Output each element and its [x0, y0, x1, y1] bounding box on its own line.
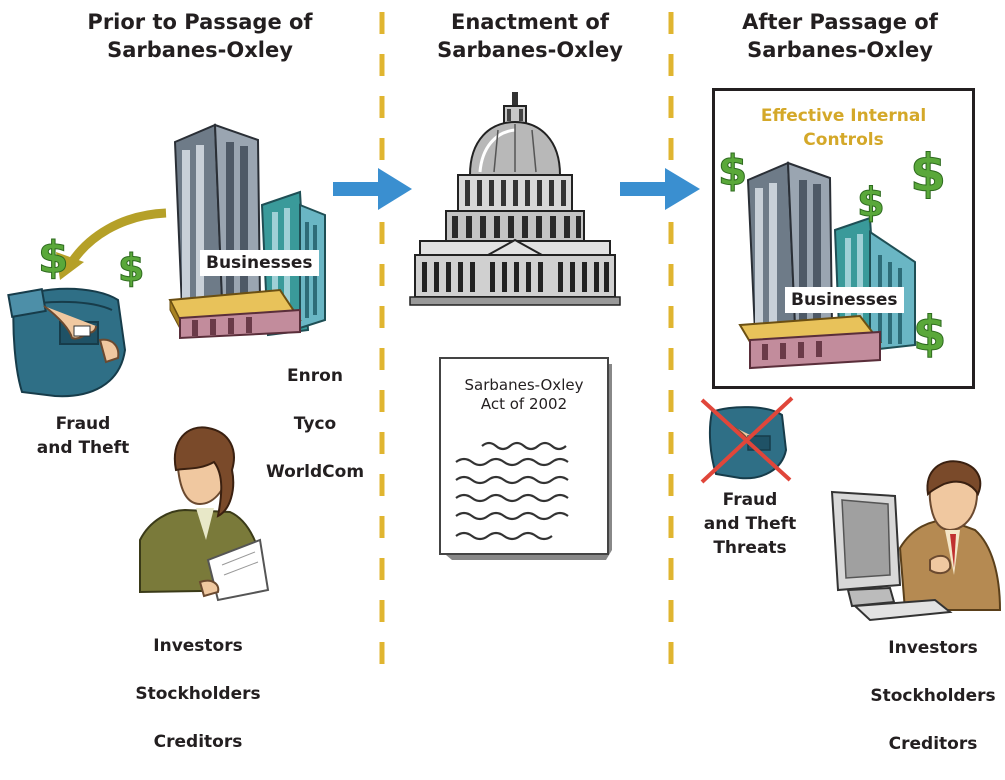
header-before: Prior to Passage of Sarbanes-Oxley	[87, 10, 313, 62]
arrow-right-icon	[620, 168, 700, 210]
capitol-building-icon	[409, 92, 621, 306]
company-tyco: Tyco	[293, 414, 337, 434]
money-flow-arrow-icon	[56, 208, 167, 280]
controls-label: Effective Internal Controls	[760, 106, 927, 150]
stakeholder-stockholders: Stockholders	[870, 686, 996, 706]
stakeholder-creditors: Creditors	[888, 734, 978, 754]
stakeholders-after: Investors Stockholders Creditors	[863, 612, 1003, 780]
dollar-icon: $	[117, 246, 145, 291]
dollar-icon: $	[857, 180, 886, 227]
company-worldcom: WorldCom	[265, 462, 365, 482]
business-tag-before: Businesses	[200, 250, 319, 276]
investor-woman-icon	[139, 426, 270, 602]
header-enactment: Enactment of Sarbanes-Oxley	[437, 10, 623, 62]
stakeholder-creditors: Creditors	[153, 732, 243, 752]
dividers	[379, 12, 674, 684]
arrow-right-icon	[333, 168, 412, 210]
flow-arrows	[333, 168, 700, 210]
office-buildings-icon	[738, 161, 916, 370]
stakeholder-investors: Investors	[888, 638, 978, 658]
dollar-icon: $	[717, 146, 748, 196]
fraud-label-before: Fraud and Theft	[36, 414, 130, 458]
header-after: After Passage of Sarbanes-Oxley	[742, 10, 938, 62]
document-title: Sarbanes-Oxley Act of 2002	[464, 376, 584, 413]
pickpocket-icon	[7, 287, 127, 398]
stakeholder-stockholders: Stockholders	[135, 684, 261, 704]
stakeholder-investors: Investors	[153, 636, 243, 656]
company-list: Enron Tyco WorldCom	[255, 340, 375, 508]
investor-man-computer-icon	[830, 460, 1002, 622]
fraud-threat-crossed-icon	[700, 396, 794, 484]
act-document-icon	[439, 357, 612, 560]
threat-label: Fraud and Theft Threats	[703, 490, 797, 558]
dollar-icon: $	[912, 306, 947, 363]
business-tag-after: Businesses	[785, 287, 904, 313]
dollar-icon: $	[909, 144, 947, 205]
cross-line	[700, 396, 794, 484]
dollar-icon: $	[38, 232, 70, 284]
company-enron: Enron	[287, 366, 343, 386]
